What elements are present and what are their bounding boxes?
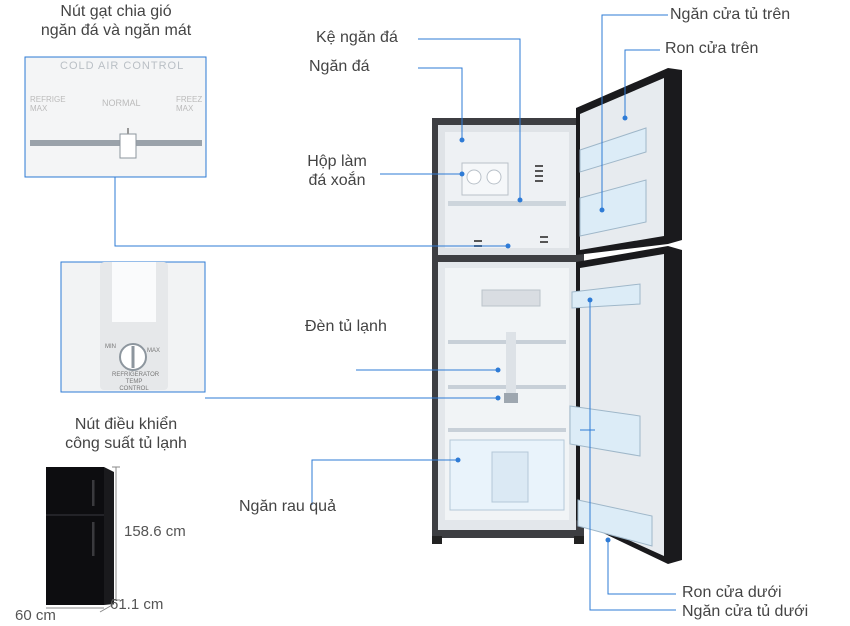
lower-door-shelf-label: Ngăn cửa tủ dưới xyxy=(682,603,809,620)
vegetable-drawer-label: Ngăn rau quả xyxy=(239,498,336,515)
lower-door xyxy=(569,246,682,564)
depth-dimension: 61.1 cm xyxy=(110,596,164,613)
height-dimension: 158.6 cm xyxy=(124,523,186,540)
freezer-shelf-label: Kệ ngăn đá xyxy=(316,29,398,46)
ice-maker-label: Hộp làm đá xoắn xyxy=(307,153,367,189)
freezer-label: Ngăn đá xyxy=(309,58,370,75)
inset-mid-label: NORMAL xyxy=(102,98,141,108)
divider-switch-label: Nút gạt chia gió ngăn đá và ngăn mát xyxy=(40,3,192,39)
knob-caption: REFRIGERATOR TEMP CONTROL xyxy=(112,372,160,392)
width-dimension: 60 cm xyxy=(15,607,56,624)
lower-gasket-label: Ron cửa dưới xyxy=(682,584,782,601)
inset-title: COLD AIR CONTROL xyxy=(60,60,185,72)
upper-door xyxy=(576,68,682,255)
inset-temp-knob xyxy=(60,261,206,393)
leader-lines xyxy=(114,14,676,611)
inset-cold-air-control xyxy=(24,56,207,178)
upper-door-shelf-label: Ngăn cửa tủ trên xyxy=(670,6,791,23)
knob-max: MAX xyxy=(147,348,161,354)
knob-min: MIN xyxy=(105,344,116,350)
upper-gasket-label: Ron cửa trên xyxy=(665,40,759,57)
inset-right-label: FREEZ MAX xyxy=(176,95,203,113)
fridge-thumbnail xyxy=(46,466,120,613)
inset-left-label: REFRIGE MAX xyxy=(30,95,66,113)
fridge-body xyxy=(432,118,584,544)
power-knob-label: Nút điều khiển công suất tủ lạnh xyxy=(65,416,187,452)
light-label: Đèn tủ lạnh xyxy=(305,318,387,335)
